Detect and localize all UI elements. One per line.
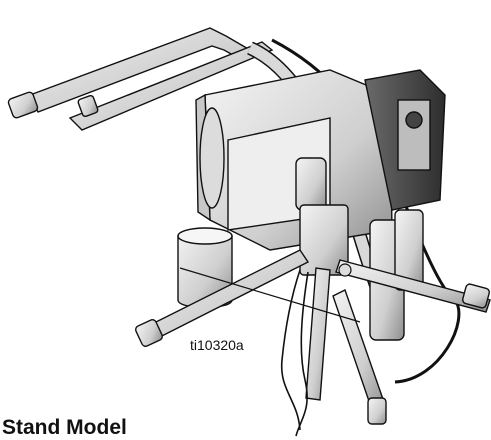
pump-assembly [295,157,424,341]
power-cord [280,269,309,437]
bucket-holder [177,227,233,309]
control-box [364,69,446,211]
stand-legs [134,249,491,425]
motor-housing [195,69,393,251]
cross-rod [179,263,361,323]
figure-caption: Stand Model [2,416,127,439]
spray-gun-arm [7,27,274,131]
figure-id-label: ti10320a [190,337,244,353]
